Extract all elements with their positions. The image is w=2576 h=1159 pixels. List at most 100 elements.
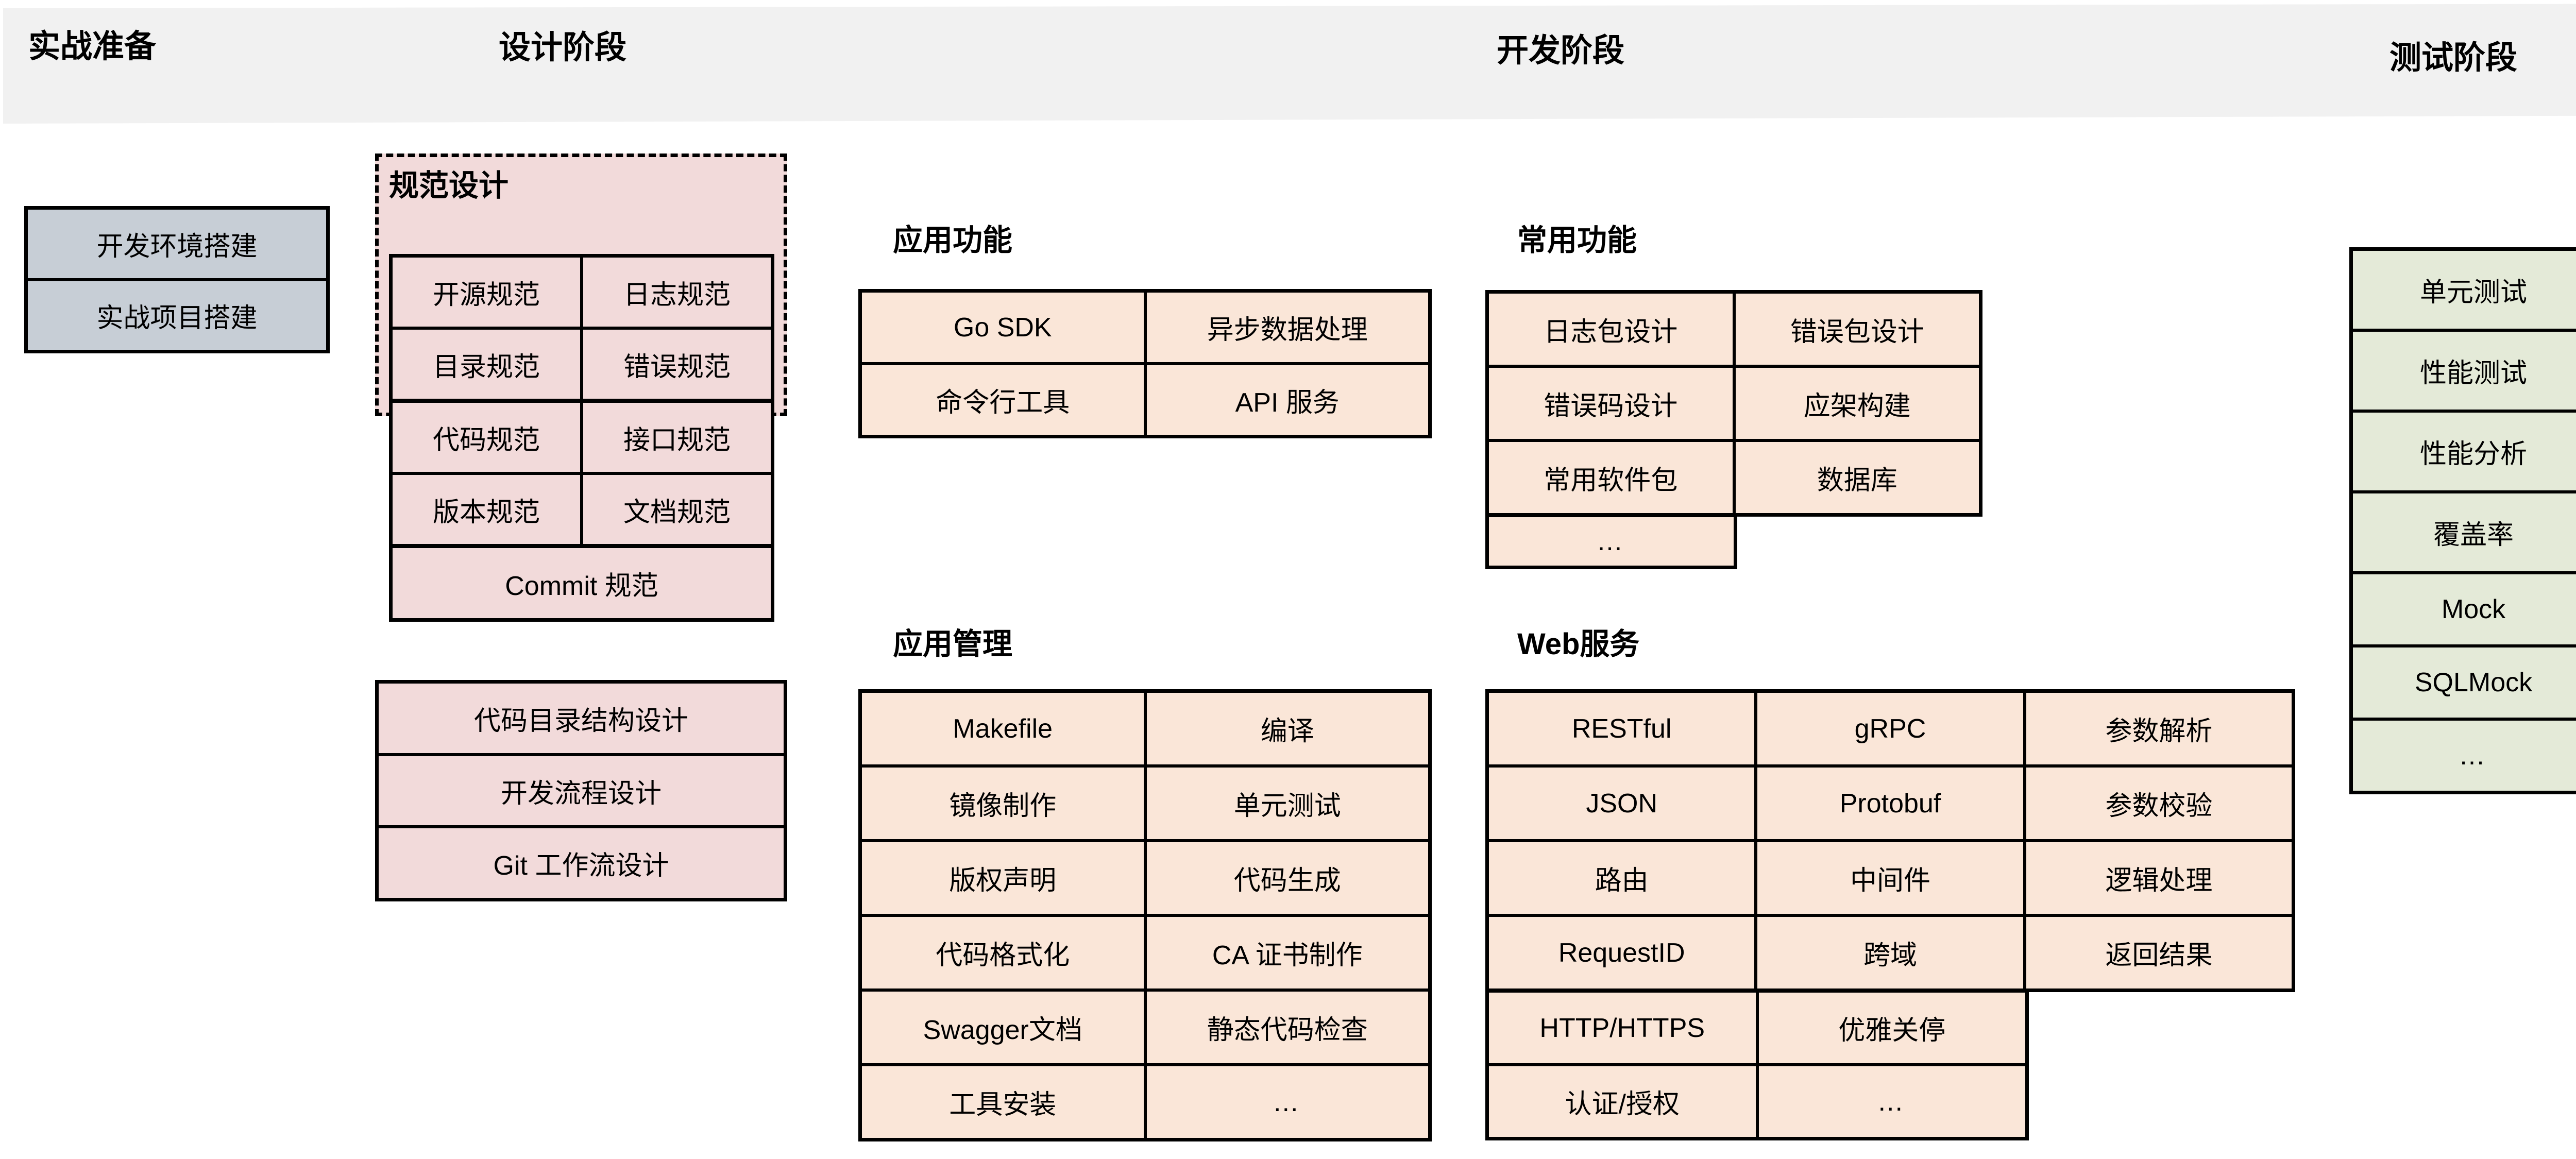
table-row: 常用软件包 数据库: [1489, 439, 1979, 513]
table-row: RESTful gRPC 参数解析: [1489, 693, 2292, 764]
table-row: 性能测试: [2353, 329, 2576, 410]
banner-arrow-shape: [3, 4, 2576, 124]
spec-cell-opensource[interactable]: 开源规范: [393, 258, 580, 327]
common-features-more-row: …: [1485, 514, 1737, 569]
spec-cell-log[interactable]: 日志规范: [580, 258, 771, 327]
web-cell-response[interactable]: 返回结果: [2023, 917, 2292, 988]
design-item-dev-flow[interactable]: 开发流程设计: [379, 756, 784, 826]
app-feature-cli[interactable]: 命令行工具: [862, 365, 1144, 435]
table-row: 镜像制作 单元测试: [862, 764, 1428, 839]
table-row: …: [2353, 718, 2576, 791]
manage-cell-codegen[interactable]: 代码生成: [1143, 842, 1428, 914]
table-row: 目录规范 错误规范: [393, 327, 771, 399]
manage-cell-swagger[interactable]: Swagger文档: [862, 992, 1144, 1063]
common-cell-database[interactable]: 数据库: [1732, 442, 1979, 513]
table-row: 错误码设计 应架构建: [1489, 365, 1979, 439]
table-row: Makefile 编译: [862, 693, 1428, 764]
manage-cell-lint[interactable]: 静态代码检查: [1143, 992, 1428, 1063]
table-row: 版本规范 文档规范: [393, 472, 771, 544]
web-cell-restful[interactable]: RESTful: [1489, 693, 1755, 764]
prep-item-project[interactable]: 实战项目搭建: [28, 281, 326, 350]
table-row: 代码规范 接口规范: [393, 403, 771, 472]
web-cell-grpc[interactable]: gRPC: [1754, 693, 2023, 764]
web-cell-graceful[interactable]: 优雅关停: [1755, 993, 2025, 1063]
common-cell-scaffold[interactable]: 应架构建: [1732, 368, 1979, 439]
spec-cell-interface[interactable]: 接口规范: [580, 403, 771, 472]
web-cell-cors[interactable]: 跨域: [1754, 917, 2023, 988]
web-cell-param-validate[interactable]: 参数校验: [2023, 768, 2292, 839]
table-row: 开发流程设计: [379, 753, 784, 826]
test-item-unit[interactable]: 单元测试: [2353, 251, 2576, 329]
spec-cell-doc[interactable]: 文档规范: [580, 475, 771, 544]
web-cell-request-id[interactable]: RequestID: [1489, 917, 1755, 988]
common-cell-packages[interactable]: 常用软件包: [1489, 442, 1733, 513]
table-row: 认证/授权 …: [1489, 1063, 2025, 1137]
app-feature-go-sdk[interactable]: Go SDK: [862, 293, 1144, 362]
web-cell-auth[interactable]: 认证/授权: [1489, 1066, 1756, 1137]
table-row: 代码格式化 CA 证书制作: [862, 914, 1428, 988]
stage-label-design: 设计阶段: [499, 30, 627, 65]
design-item-code-dir[interactable]: 代码目录结构设计: [379, 684, 784, 753]
table-row: 单元测试: [2353, 251, 2576, 329]
stage-banner: [0, 0, 2576, 129]
table-row: Go SDK 异步数据处理: [862, 293, 1428, 362]
test-item-perf[interactable]: 性能测试: [2353, 332, 2576, 410]
web-cell-logic[interactable]: 逻辑处理: [2023, 842, 2292, 914]
table-row: 开发环境搭建: [28, 210, 326, 278]
app-feature-api[interactable]: API 服务: [1143, 365, 1428, 435]
table-row: 开源规范 日志规范: [393, 258, 771, 327]
manage-cell-build[interactable]: 编译: [1143, 693, 1428, 764]
manage-cell-copyright[interactable]: 版权声明: [862, 842, 1144, 914]
manage-cell-unittest[interactable]: 单元测试: [1143, 768, 1428, 839]
design-extra-group: 代码目录结构设计 开发流程设计 Git 工作流设计: [375, 680, 787, 901]
spec-cell-directory[interactable]: 目录规范: [393, 330, 580, 399]
table-row: 性能分析: [2353, 410, 2576, 490]
app-feature-async[interactable]: 异步数据处理: [1143, 293, 1428, 362]
table-row: SQLMock: [2353, 644, 2576, 718]
web-cell-middleware[interactable]: 中间件: [1754, 842, 2023, 914]
manage-cell-makefile[interactable]: Makefile: [862, 693, 1144, 764]
app-features-caption: 应用功能: [893, 224, 1013, 257]
table-row: 版权声明 代码生成: [862, 839, 1428, 914]
prep-item-dev-env[interactable]: 开发环境搭建: [28, 210, 326, 278]
design-item-git-flow[interactable]: Git 工作流设计: [379, 828, 784, 898]
test-item-coverage[interactable]: 覆盖率: [2353, 493, 2576, 571]
manage-cell-tool-install[interactable]: 工具安装: [862, 1066, 1144, 1138]
common-cell-log-pkg[interactable]: 日志包设计: [1489, 294, 1733, 365]
manage-cell-ca-cert[interactable]: CA 证书制作: [1143, 917, 1428, 988]
web-cell-http[interactable]: HTTP/HTTPS: [1489, 993, 1756, 1063]
common-cell-error-pkg[interactable]: 错误包设计: [1732, 294, 1979, 365]
test-item-mock[interactable]: Mock: [2353, 574, 2576, 644]
stage-label-dev: 开发阶段: [1497, 33, 1625, 69]
test-item-profile[interactable]: 性能分析: [2353, 413, 2576, 490]
common-cell-error-code[interactable]: 错误码设计: [1489, 368, 1733, 439]
web-service-caption: Web服务: [1517, 627, 1640, 661]
manage-cell-more[interactable]: …: [1143, 1066, 1428, 1138]
spec-cell-version[interactable]: 版本规范: [393, 475, 580, 544]
web-cell-router[interactable]: 路由: [1489, 842, 1755, 914]
manage-cell-image[interactable]: 镜像制作: [862, 768, 1144, 839]
table-row: 工具安装 …: [862, 1063, 1428, 1138]
table-row: Swagger文档 静态代码检查: [862, 988, 1428, 1063]
table-row: Git 工作流设计: [379, 825, 784, 898]
table-row: Commit 规范: [393, 548, 771, 618]
test-item-sqlmock[interactable]: SQLMock: [2353, 647, 2576, 718]
spec-design-table-2: 代码规范 接口规范 版本规范 文档规范: [389, 399, 774, 548]
common-cell-more[interactable]: …: [1489, 517, 1734, 566]
web-cell-param-parse[interactable]: 参数解析: [2023, 693, 2292, 764]
table-row: 实战项目搭建: [28, 278, 326, 350]
table-row: 路由 中间件 逻辑处理: [1489, 839, 2292, 914]
web-cell-json[interactable]: JSON: [1489, 768, 1755, 839]
common-features-table: 日志包设计 错误包设计 错误码设计 应架构建 常用软件包 数据库: [1485, 290, 1982, 517]
test-item-more[interactable]: …: [2353, 721, 2576, 791]
spec-cell-error[interactable]: 错误规范: [580, 330, 771, 399]
spec-cell-code[interactable]: 代码规范: [393, 403, 580, 472]
spec-design-commit-row: Commit 规范: [389, 544, 774, 622]
manage-cell-format[interactable]: 代码格式化: [862, 917, 1144, 988]
stage-label-prep: 实战准备: [28, 29, 157, 64]
app-manage-table: Makefile 编译 镜像制作 单元测试 版权声明 代码生成 代码格式化 CA…: [858, 689, 1432, 1141]
web-cell-more[interactable]: …: [1755, 1066, 2025, 1137]
web-cell-protobuf[interactable]: Protobuf: [1754, 768, 2023, 839]
table-row: 日志包设计 错误包设计: [1489, 294, 1979, 365]
spec-cell-commit[interactable]: Commit 规范: [393, 548, 771, 618]
